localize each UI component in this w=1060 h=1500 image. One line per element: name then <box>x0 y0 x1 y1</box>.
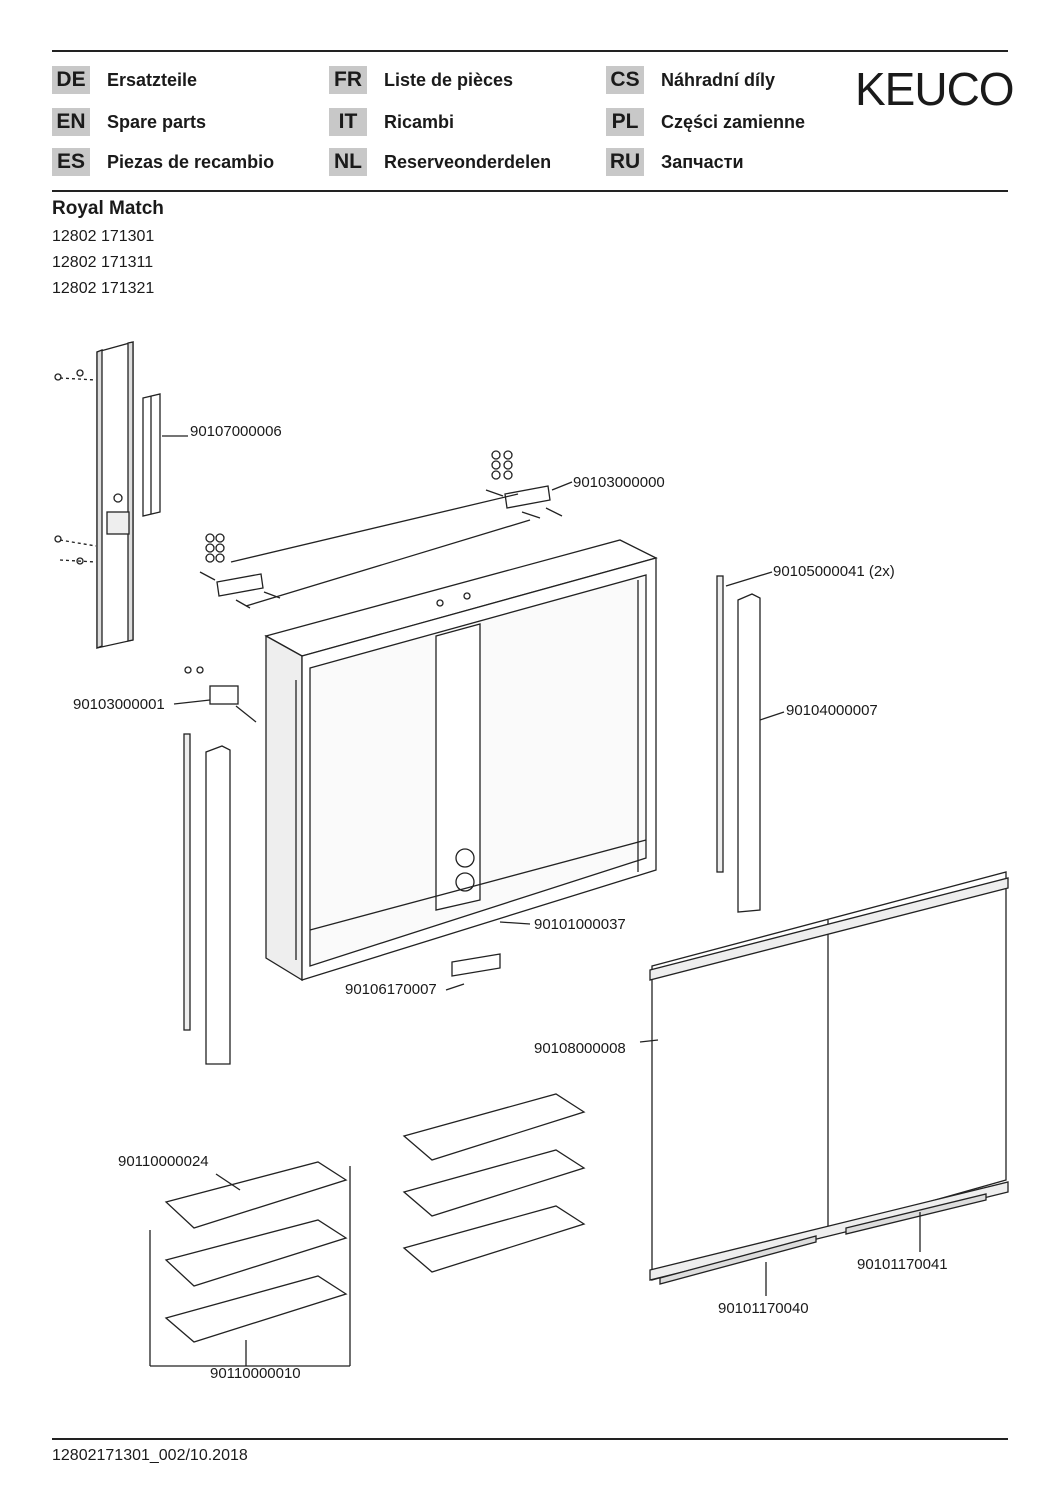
part-label: 90101170041 <box>857 1256 948 1273</box>
lang-es: ES Piezas de recambio <box>52 148 274 176</box>
brand-logo: KEUCO <box>855 63 1015 115</box>
part-label: 90104000007 <box>786 702 878 719</box>
part-label: 90110000024 <box>118 1153 209 1170</box>
cabinet-body <box>264 539 658 982</box>
article-number: 12802 171301 <box>52 228 155 245</box>
article-number: 12802 171321 <box>52 280 155 297</box>
lang-name: Części zamienne <box>661 111 806 132</box>
top-rule <box>52 50 1008 52</box>
lang-name: Запчасти <box>661 151 744 172</box>
lang-code: PL <box>606 108 644 136</box>
document-id: 12802171301_002/10.2018 <box>52 1447 248 1464</box>
lang-name: Náhradní díly <box>661 69 776 90</box>
part-label: 90101170040 <box>718 1300 809 1317</box>
footer-rule <box>52 1438 1008 1440</box>
lang-code: RU <box>606 148 644 176</box>
header-rule <box>52 190 1008 192</box>
lang-code: IT <box>329 108 367 136</box>
socket-part <box>445 921 531 991</box>
product-title: Royal Match <box>52 198 164 219</box>
part-label: 90108000008 <box>534 1040 626 1057</box>
lang-name: Ricambi <box>384 111 455 132</box>
lang-de: DE Ersatzteile <box>52 66 197 94</box>
mirror-doors <box>639 871 1009 1296</box>
lang-fr: FR Liste de pièces <box>329 66 513 94</box>
lang-ru: RU Запчасти <box>606 148 744 176</box>
light-bar <box>142 393 188 517</box>
right-rail <box>716 571 785 913</box>
part-label: 90106170007 <box>345 981 437 998</box>
lang-cs: CS Náhradní díly <box>606 66 775 94</box>
left-rail <box>183 733 231 1065</box>
lang-name: Spare parts <box>107 111 207 132</box>
bracket-top-left <box>199 493 531 609</box>
lang-name: Liste de pièces <box>384 69 514 90</box>
lang-code: ES <box>52 148 90 176</box>
lang-name: Reserveonderdelen <box>384 151 552 172</box>
lang-name: Piezas de recambio <box>107 151 275 172</box>
lang-code: CS <box>606 66 644 94</box>
lang-nl: NL Reserveonderdelen <box>329 148 551 176</box>
part-label: 90103000001 <box>73 696 165 713</box>
lang-pl: PL Części zamienne <box>606 108 805 136</box>
part-label: 90101000037 <box>534 916 626 933</box>
lang-en: EN Spare parts <box>52 108 206 136</box>
shelves-right <box>402 1093 586 1273</box>
part-label: 90107000006 <box>190 423 282 440</box>
lang-name: Ersatzteile <box>107 69 198 90</box>
bracket-top-right <box>485 450 573 519</box>
article-number: 12802 171311 <box>52 254 154 271</box>
part-label: 90110000010 <box>210 1365 301 1382</box>
lang-code: DE <box>52 66 90 94</box>
wall-panel <box>54 341 134 649</box>
hinge-plate <box>173 666 257 723</box>
lang-it: IT Ricambi <box>329 108 454 136</box>
shelves-left <box>149 1161 351 1367</box>
part-label: 90105000041 (2x) <box>773 563 895 580</box>
lang-code: EN <box>52 108 90 136</box>
part-label: 90103000000 <box>573 474 665 491</box>
lang-code: FR <box>329 66 367 94</box>
lang-code: NL <box>329 148 367 176</box>
